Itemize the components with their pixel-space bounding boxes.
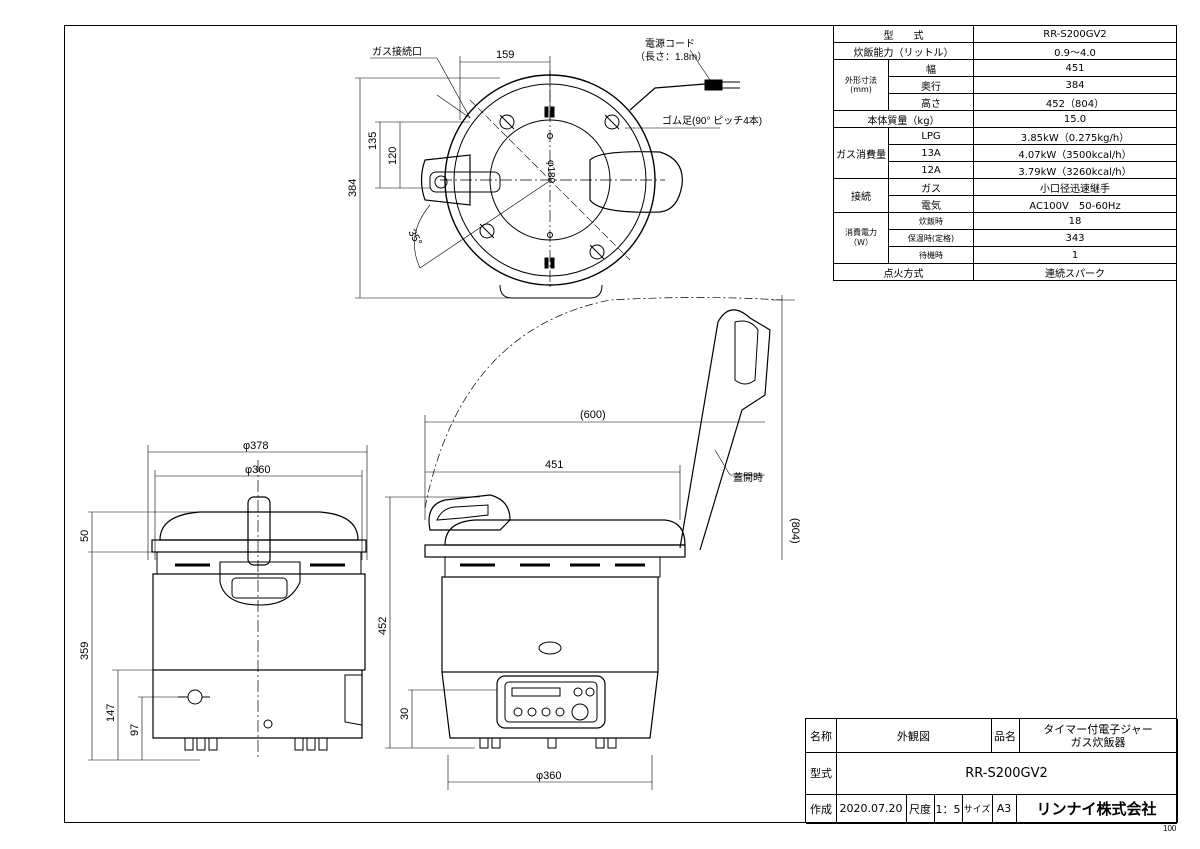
label-rubber-feet: ゴム足(90° ピッチ4本) <box>662 114 762 127</box>
spec-power-value: 18 <box>973 212 1177 230</box>
spec-width-label: 幅 <box>888 59 974 77</box>
dim-side-360: φ360 <box>536 770 562 782</box>
dim-front-360: φ360 <box>245 464 271 476</box>
dim-side-452: 452 <box>377 617 389 635</box>
label-gas-port: ガス接続口 <box>372 45 422 58</box>
spec-gas-type: LPG <box>888 127 974 145</box>
tb-product-line2: ガス炊飯器 <box>1070 735 1126 749</box>
dim-front-50: 50 <box>79 530 91 542</box>
spec-gas-value: 3.85kW（0.275kg/h） <box>973 127 1177 145</box>
spec-depth-value: 384 <box>973 76 1177 94</box>
dim-top-dia: φ180 <box>545 160 556 184</box>
dim-front-97: 97 <box>129 724 141 736</box>
tb-model-label: 型式 <box>806 752 837 794</box>
dim-side-30: 30 <box>399 708 411 720</box>
spec-table: 型 式 RR-S200GV2 炊飯能力（リットル） 0.9～4.0 外形寸法(m… <box>833 25 1177 281</box>
tb-name-value: 外観図 <box>836 719 992 752</box>
tb-size: A3 <box>992 794 1017 823</box>
tb-made-label: 作成 <box>806 794 837 823</box>
spec-height-value: 452（804） <box>973 93 1177 111</box>
label-power-cord-length: （長さ：1.8m） <box>635 51 707 63</box>
label-lid-open: 蓋開時 <box>733 472 763 484</box>
side-view <box>385 295 795 790</box>
tb-product-label: 品名 <box>991 719 1020 752</box>
spec-power-group: 消費電力（W） <box>833 212 889 264</box>
spec-dims-group: 外形寸法(mm) <box>833 59 889 111</box>
spec-mass-value: 15.0 <box>973 110 1177 128</box>
dim-side-451: 451 <box>545 459 563 471</box>
spec-height-label: 高さ <box>888 93 974 111</box>
spec-power-value: 1 <box>973 246 1177 264</box>
dim-top-depth: 384 <box>347 179 359 197</box>
spec-conn-elec-label: 電気 <box>888 195 974 213</box>
spec-power-value: 343 <box>973 229 1177 247</box>
tb-scale: 1：5 <box>934 794 963 823</box>
tb-model-value: RR-S200GV2 <box>836 752 1178 794</box>
spec-connection-group: 接続 <box>833 178 889 213</box>
dim-top-angle: 35° <box>405 228 424 248</box>
tb-size-label: サイズ <box>962 794 993 823</box>
tb-company: リンナイ株式会社 <box>1016 794 1178 823</box>
dim-front-147: 147 <box>105 704 117 722</box>
spec-conn-elec-value: AC100V 50-60Hz <box>973 195 1177 213</box>
dim-side-804: (804) <box>789 518 801 544</box>
spec-power-mode: 炊飯時 <box>888 212 974 230</box>
dim-top-width: 159 <box>496 49 514 61</box>
spec-gas-type: 12A <box>888 161 974 179</box>
dim-front-359: 359 <box>79 642 91 660</box>
tb-date: 2020.07.20 <box>836 794 907 823</box>
dim-top-120: 120 <box>387 147 399 165</box>
spec-depth-label: 奥行 <box>888 76 974 94</box>
spec-gas-value: 4.07kW（3500kcal/h） <box>973 144 1177 162</box>
spec-mass-label: 本体質量（kg） <box>833 110 974 128</box>
spec-power-mode: 保温時(定格) <box>888 229 974 247</box>
dim-side-600: (600) <box>580 409 606 421</box>
spec-conn-gas-label: ガス <box>888 178 974 196</box>
spec-power-mode: 待機時 <box>888 246 974 264</box>
spec-gas-group: ガス消費量 <box>833 127 889 179</box>
spec-gas-type: 13A <box>888 144 974 162</box>
spec-width-value: 451 <box>973 59 1177 77</box>
drawing-frame <box>64 25 1177 823</box>
spec-ignition-label: 点火方式 <box>833 263 974 281</box>
label-power-cord: 電源コード <box>645 37 695 50</box>
spec-model-label: 型 式 <box>833 25 974 43</box>
page-number: 100 <box>1163 824 1177 833</box>
tb-product-value: タイマー付電子ジャー ガス炊飯器 <box>1019 719 1178 752</box>
spec-model-value: RR-S200GV2 <box>973 25 1177 43</box>
title-block: 名称 外観図 品名 タイマー付電子ジャー ガス炊飯器 型式 RR-S200GV2… <box>805 718 1178 824</box>
spec-capacity-value: 0.9～4.0 <box>973 42 1177 60</box>
dim-top-135: 135 <box>367 132 379 150</box>
tb-name-label: 名称 <box>806 719 837 752</box>
tb-scale-label: 尺度 <box>906 794 935 823</box>
tb-product-line1: タイマー付電子ジャー <box>1043 722 1153 736</box>
front-view <box>88 445 368 761</box>
top-view <box>355 49 740 299</box>
spec-ignition-value: 連続スパーク <box>973 263 1177 281</box>
spec-conn-gas-value: 小口径迅速継手 <box>973 178 1177 196</box>
dim-front-378: φ378 <box>243 440 269 452</box>
spec-gas-value: 3.79kW（3260kcal/h） <box>973 161 1177 179</box>
spec-capacity-label: 炊飯能力（リットル） <box>833 42 974 60</box>
